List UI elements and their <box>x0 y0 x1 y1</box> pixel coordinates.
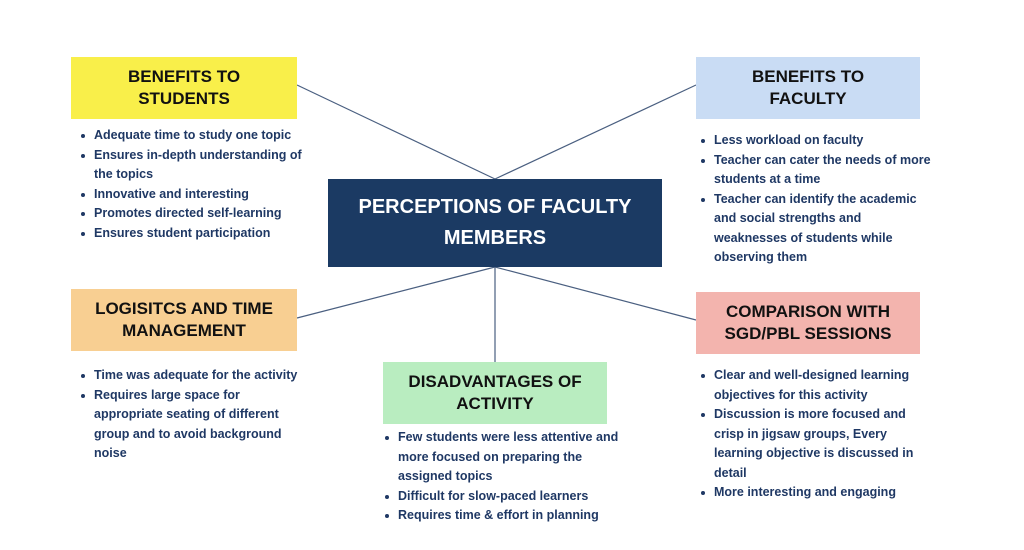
comparison-sgd-pbl-box: COMPARISON WITH SGD/PBL SESSIONS <box>696 292 920 354</box>
benefits-to-students-list: Adequate time to study one topic Ensures… <box>80 126 305 243</box>
benefits-to-faculty-list: Less workload on faculty Teacher can cat… <box>700 131 935 268</box>
list-item: Teacher can identify the academic and so… <box>700 190 935 268</box>
node-title-line2: STUDENTS <box>138 89 230 108</box>
benefits-to-faculty-box: BENEFITS TO FACULTY <box>696 57 920 119</box>
node-title-line2: SGD/PBL SESSIONS <box>724 324 892 343</box>
connector-comparison <box>494 266 697 321</box>
node-title-line1: COMPARISON WITH <box>725 301 890 321</box>
logistics-time-management-list: Time was adequate for the activity Requi… <box>80 366 305 464</box>
disadvantages-of-activity-list: Few students were less attentive and mor… <box>384 428 639 526</box>
node-title-line1: BENEFITS TO <box>751 66 865 86</box>
comparison-sgd-pbl-list: Clear and well-designed learning objecti… <box>700 366 925 503</box>
benefits-to-students-box: BENEFITS TO STUDENTS <box>71 57 297 119</box>
list-item: Requires large space for appropriate sea… <box>80 386 305 464</box>
central-topic-box: PERCEPTIONS OF FACULTY MEMBERS <box>328 179 662 267</box>
list-item: Innovative and interesting <box>80 185 305 205</box>
list-item: Less workload on faculty <box>700 131 935 151</box>
connector-logistics <box>296 266 496 319</box>
list-item: Few students were less attentive and mor… <box>384 428 639 487</box>
list-item: Time was adequate for the activity <box>80 366 305 386</box>
node-title-line2: ACTIVITY <box>456 394 534 413</box>
list-item: Requires time & effort in planning <box>384 506 639 526</box>
node-title-line2: FACULTY <box>769 89 847 108</box>
node-title-line1: DISADVANTAGES OF <box>408 371 582 391</box>
central-topic-line2: MEMBERS <box>443 227 547 249</box>
node-title-line1: BENEFITS TO <box>127 66 241 86</box>
logistics-time-management-box: LOGISITCS AND TIME MANAGEMENT <box>71 289 297 351</box>
central-topic-line1: PERCEPTIONS OF FACULTY <box>358 196 632 218</box>
list-item: Discussion is more focused and crisp in … <box>700 405 925 483</box>
connector-faculty <box>494 84 697 180</box>
disadvantages-of-activity-box: DISADVANTAGES OF ACTIVITY <box>383 362 607 424</box>
list-item: Teacher can cater the needs of more stud… <box>700 151 935 190</box>
list-item: Ensures in-depth understanding of the to… <box>80 146 305 185</box>
list-item: More interesting and engaging <box>700 483 925 503</box>
list-item: Promotes directed self-learning <box>80 204 305 224</box>
node-title-line2: MANAGEMENT <box>122 321 246 340</box>
list-item: Ensures student participation <box>80 224 305 244</box>
connector-students <box>296 84 496 180</box>
list-item: Clear and well-designed learning objecti… <box>700 366 925 405</box>
list-item: Difficult for slow-paced learners <box>384 487 639 507</box>
list-item: Adequate time to study one topic <box>80 126 305 146</box>
node-title-line1: LOGISITCS AND TIME <box>95 298 273 318</box>
